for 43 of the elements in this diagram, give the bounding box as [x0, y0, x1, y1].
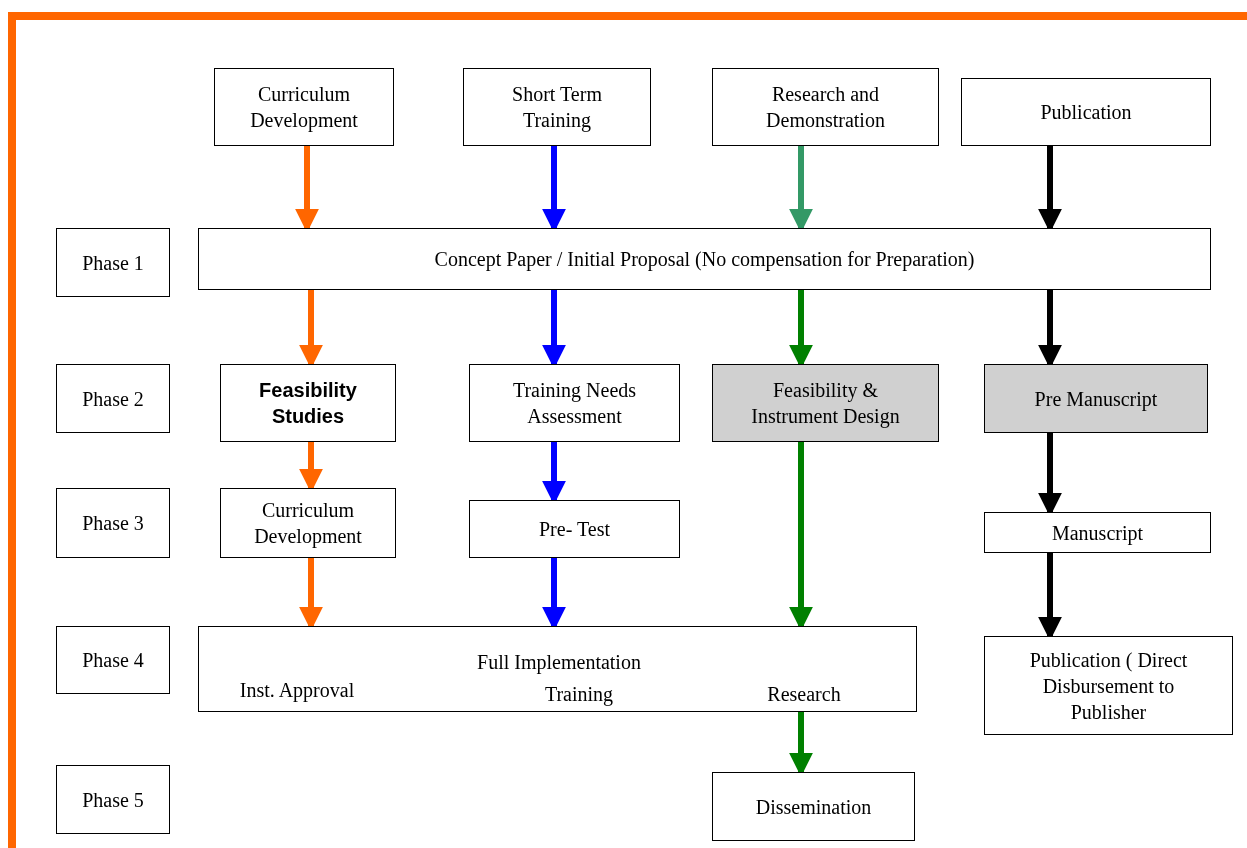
box-label: Dissemination	[755, 794, 872, 820]
phase-box	[56, 765, 170, 834]
process-box	[198, 228, 1211, 290]
box-label: Phase 4	[82, 648, 144, 673]
box-label: Phase 5	[82, 787, 144, 813]
box-label: Phase 2	[82, 386, 144, 412]
box-label: Pre- Test	[539, 517, 610, 542]
box-label: Phase 1	[82, 250, 144, 276]
box-label: Feasibility & Instrument Design	[750, 378, 901, 429]
box-title: Full Implementation	[477, 650, 641, 675]
box-label: Inst. Approval	[239, 678, 355, 703]
phase-box	[56, 364, 170, 433]
process-box	[198, 626, 917, 712]
process-box	[712, 364, 939, 442]
box-label: Feasibility Studies	[258, 378, 358, 429]
box-label: Research	[767, 682, 841, 707]
box-label: Curriculum Development	[249, 82, 359, 133]
box-label: Training Needs Assessment	[511, 378, 638, 429]
process-box	[220, 364, 396, 442]
process-box	[984, 364, 1208, 433]
box-label: Curriculum Development	[253, 498, 363, 549]
process-box	[712, 68, 939, 146]
process-box	[463, 68, 651, 146]
process-box	[712, 772, 915, 841]
box-label: Publication ( Direct Disbursement to Publisher	[1028, 647, 1189, 725]
phase-box	[56, 626, 170, 694]
process-box	[214, 68, 394, 146]
process-box	[469, 364, 680, 442]
process-box	[220, 488, 396, 558]
box-label: Concept Paper / Initial Proposal (No compensation for Preparation)	[434, 247, 975, 272]
process-box	[961, 78, 1211, 146]
process-box	[469, 500, 680, 558]
process-box	[984, 636, 1233, 735]
box-label: Pre Manuscript	[1034, 386, 1158, 412]
phase-box	[56, 228, 170, 297]
phase-box	[56, 488, 170, 558]
box-label: Short Term Training	[511, 82, 603, 133]
box-label: Publication	[1040, 100, 1132, 125]
box-label: Phase 3	[82, 511, 144, 536]
box-label: Manuscript	[1051, 520, 1144, 546]
box-label: Research and Demonstration	[765, 82, 886, 133]
process-box	[984, 512, 1211, 553]
box-label: Training	[544, 682, 614, 707]
